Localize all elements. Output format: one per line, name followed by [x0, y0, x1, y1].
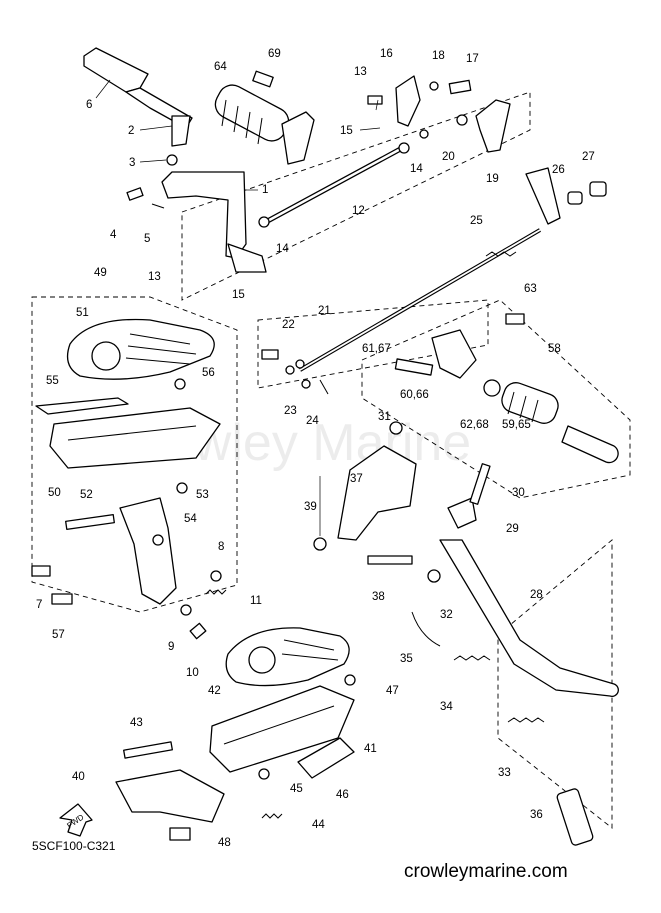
callout-55: 55: [46, 375, 59, 387]
assembly-outline-shift-rod: [181, 91, 531, 301]
callout-6: 6: [86, 99, 92, 111]
callout-62-68: 62,68: [460, 419, 489, 431]
callout-33: 33: [498, 767, 511, 779]
callout-26: 26: [552, 164, 565, 176]
callout-labels: 1 2 3 4 5 6 7 8 9 10 11 12 13 13 14 14 1…: [36, 48, 595, 849]
callout-38: 38: [372, 591, 385, 603]
passenger-peg-assembly: [394, 313, 619, 464]
callout-22: 22: [282, 319, 295, 331]
callout-69: 69: [268, 48, 281, 60]
brake-pedal-part: [83, 47, 267, 273]
shift-arm-parts: [367, 75, 511, 153]
callout-36: 36: [530, 809, 543, 821]
callout-12: 12: [352, 205, 365, 217]
pin-24: [319, 379, 329, 395]
callout-43: 43: [130, 717, 143, 729]
callout-29: 29: [506, 523, 519, 535]
callout-61-67: 61,67: [362, 343, 391, 355]
callout-18: 18: [432, 50, 445, 62]
bolt-22: [261, 349, 279, 360]
callout-41: 41: [364, 743, 377, 755]
shift-pedal-part: [214, 70, 315, 165]
assembly-outline-stand: [497, 539, 613, 829]
sidestand-assembly: [313, 421, 619, 846]
callout-35: 35: [400, 653, 413, 665]
brake-rod-part: [285, 228, 542, 375]
callout-24: 24: [306, 415, 319, 427]
callout-34: 34: [440, 701, 453, 713]
callout-23: 23: [284, 405, 297, 417]
washer-23: [301, 379, 311, 389]
callout-5: 5: [144, 233, 150, 245]
callout-9: 9: [168, 641, 174, 653]
callout-13b: 13: [148, 271, 161, 283]
site-footer-text: crowleymarine.com: [404, 861, 568, 882]
leader-lines: [95, 79, 381, 536]
shift-rod-part: [258, 142, 410, 228]
callout-46: 46: [336, 789, 349, 801]
callout-15b: 15: [232, 289, 245, 301]
diagram-code: 5SCF100-C321: [32, 839, 116, 853]
callout-8: 8: [218, 541, 224, 553]
linkage-parts: [525, 167, 607, 225]
callout-59-65: 59,65: [502, 419, 531, 431]
callout-42: 42: [208, 685, 221, 697]
callout-57: 57: [52, 629, 65, 641]
callout-4: 4: [110, 229, 117, 241]
callout-17: 17: [466, 53, 479, 65]
callout-20: 20: [442, 151, 455, 163]
callout-40: 40: [72, 771, 85, 783]
callout-28: 28: [530, 589, 543, 601]
callout-52: 52: [80, 489, 93, 501]
callout-16: 16: [380, 48, 393, 60]
callout-60-66: 60,66: [400, 389, 429, 401]
callout-39: 39: [304, 501, 317, 513]
callout-32: 32: [440, 609, 453, 621]
assembly-outline-58: [361, 299, 631, 499]
callout-31: 31: [378, 411, 391, 423]
callout-19: 19: [486, 173, 499, 185]
callout-54: 54: [184, 513, 197, 525]
callout-15a: 15: [340, 125, 353, 137]
callout-14a: 14: [276, 243, 289, 255]
callout-47: 47: [386, 685, 399, 697]
passenger-footboard-assembly: [115, 627, 356, 841]
callout-48: 48: [218, 837, 231, 849]
callout-37: 37: [350, 473, 363, 485]
callout-45: 45: [290, 783, 303, 795]
callout-11: 11: [250, 595, 262, 607]
callout-21: 21: [318, 305, 331, 317]
assembly-outline-49: [31, 296, 238, 613]
callout-50: 50: [48, 487, 61, 499]
callout-53: 53: [196, 489, 209, 501]
callout-58: 58: [548, 343, 561, 355]
callout-64: 64: [214, 61, 227, 73]
callout-56: 56: [202, 367, 215, 379]
callout-63: 63: [524, 283, 537, 295]
callout-3: 3: [129, 157, 135, 169]
callout-44: 44: [312, 819, 325, 831]
callout-2: 2: [128, 125, 134, 137]
callout-27: 27: [582, 151, 595, 163]
callout-51: 51: [76, 307, 89, 319]
callout-49: 49: [94, 267, 107, 279]
forward-arrow-icon: FWD: [59, 803, 93, 837]
callout-10: 10: [186, 667, 199, 679]
callout-25: 25: [470, 215, 483, 227]
rider-footboard-assembly: [31, 318, 227, 640]
callout-14b: 14: [410, 163, 423, 175]
callout-30: 30: [512, 487, 525, 499]
callout-13a: 13: [354, 66, 367, 78]
callout-7: 7: [36, 599, 42, 611]
callout-1: 1: [262, 184, 268, 196]
